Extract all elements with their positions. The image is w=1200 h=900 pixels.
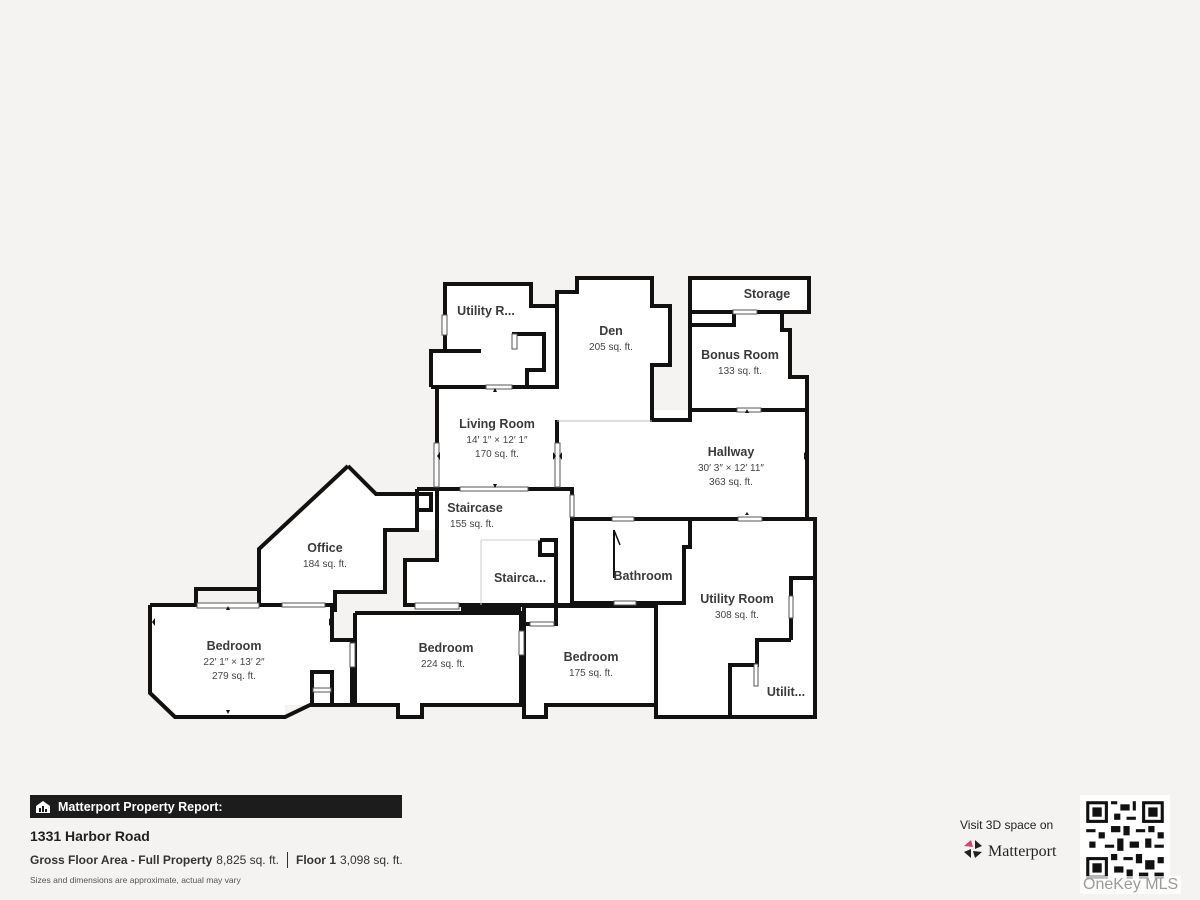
visit-3d-text: Visit 3D space on [960, 818, 1054, 832]
gross-area-label: Gross Floor Area - Full Property [30, 853, 213, 867]
report-header-title: Matterport Property Report: [58, 799, 223, 814]
room-label-staircase-2: Stairca... [494, 571, 546, 585]
watermark: OneKey MLS [1080, 876, 1182, 894]
matterport-brand: Matterport [988, 842, 1057, 860]
room-label-living-room: Living Room [459, 417, 535, 431]
floor-area-label: Floor 1 [295, 853, 336, 867]
matterport-logo-icon [962, 838, 984, 865]
gross-area-value: 8,825 sq. ft. [216, 853, 279, 867]
room-label-den: Den [599, 324, 623, 338]
qr-code-icon[interactable] [1080, 795, 1170, 885]
room-label-bedroom-3: Bedroom [564, 650, 619, 664]
room-dims-living-room: 14′ 1″ × 12′ 1″ [466, 435, 528, 446]
matterport-link[interactable]: Matterport [962, 838, 1056, 865]
room-area-living-room: 170 sq. ft. [475, 449, 519, 460]
room-label-hallway: Hallway [708, 445, 755, 459]
room-label-utility-room: Utility Room [700, 592, 774, 606]
room-dims-bedroom-1: 22′ 1″ × 13′ 2″ [203, 657, 265, 668]
floor-area-summary: Gross Floor Area - Full Property 8,825 s… [30, 852, 403, 868]
disclaimer: Sizes and dimensions are approximate, ac… [30, 875, 241, 885]
room-area-bedroom-3: 175 sq. ft. [569, 668, 613, 679]
report-header-bar: Matterport Property Report: [30, 795, 402, 818]
room-label-bedroom-1: Bedroom [207, 639, 262, 653]
room-area-staircase: 155 sq. ft. [450, 519, 494, 530]
room-dims-hallway: 30′ 3″ × 12′ 11″ [698, 463, 764, 474]
room-label-bedroom-2: Bedroom [419, 641, 474, 655]
room-area-utility-room: 308 sq. ft. [715, 610, 759, 621]
property-address: 1331 Harbor Road [30, 828, 150, 844]
floor-area-value: 3,098 sq. ft. [340, 853, 403, 867]
room-area-office: 184 sq. ft. [303, 559, 347, 570]
room-label-staircase: Staircase [447, 501, 503, 515]
room-label-office: Office [307, 541, 342, 555]
building-chart-icon [35, 800, 51, 814]
room-label-utility-r: Utility R... [457, 304, 515, 318]
room-label-utilit: Utilit... [767, 685, 805, 699]
room-area-hallway: 363 sq. ft. [709, 477, 753, 488]
room-area-den: 205 sq. ft. [589, 342, 633, 353]
room-area-bonus-room: 133 sq. ft. [718, 366, 762, 377]
room-label-storage: Storage [744, 287, 791, 301]
room-area-bedroom-1: 279 sq. ft. [212, 671, 256, 682]
divider [286, 852, 288, 868]
room-area-bedroom-2: 224 sq. ft. [421, 659, 465, 670]
room-label-bathroom: Bathroom [613, 569, 672, 583]
room-label-bonus-room: Bonus Room [701, 348, 779, 362]
floor-plan: Utility R... Den 205 sq. ft. Storage Bon… [148, 276, 817, 719]
